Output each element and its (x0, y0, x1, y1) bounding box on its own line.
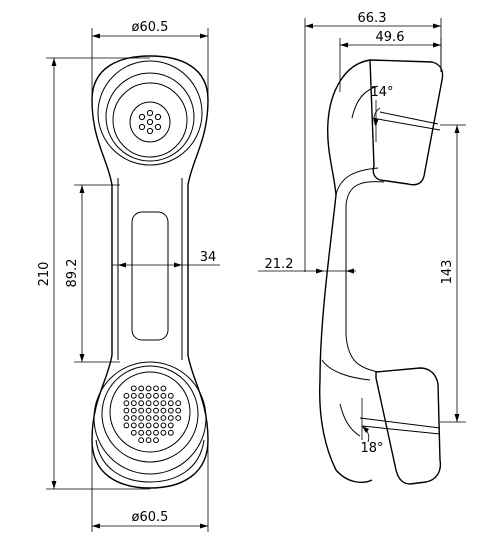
mouthpiece-hole (153, 422, 159, 429)
mouthpiece-hole (123, 422, 130, 429)
mouthpiece (93, 361, 207, 483)
handle-width-label: 34 (200, 250, 217, 265)
side-mouthcup (359, 367, 442, 485)
mouthpiece-hole (160, 422, 167, 429)
mouthpiece-hole (167, 429, 174, 436)
mouthpiece-hole (153, 392, 159, 399)
mouthpiece-hole (145, 415, 152, 421)
handle-thickness-label: 21.2 (265, 257, 294, 272)
mouthpiece-hole (160, 385, 167, 392)
side-view: 66.3 49.6 14° 18° (258, 11, 466, 485)
mouthpiece-hole (130, 407, 137, 414)
mouthpiece-holes (123, 385, 182, 444)
mouthpiece-hole (130, 415, 137, 421)
mouthpiece-hole (145, 392, 152, 399)
mouthpiece-hole (167, 415, 174, 421)
top-width-label: ø60.5 (132, 20, 169, 35)
mouthpiece-hole (138, 422, 145, 429)
mouthpiece-hole (153, 437, 159, 444)
front-view: ø60.5 ø60.5 210 89.2 (37, 20, 220, 532)
mouthpiece-hole (145, 437, 152, 444)
side-inner-profile (345, 181, 385, 373)
mouthpiece-hole (175, 415, 182, 421)
front-handset-outline (91, 55, 209, 489)
dim-handle-thickness: 21.2 (258, 257, 356, 274)
dim-handle-width: 34 (112, 250, 220, 268)
mouthpiece-hole (138, 415, 145, 421)
mouthpiece-hole (153, 415, 159, 421)
mouthpiece-hole (123, 392, 130, 399)
mouthpiece-hole (167, 407, 174, 414)
overall-depth-label: 66.3 (358, 11, 387, 26)
mouthpiece-hole (160, 415, 167, 421)
dim-bottom-angle: 18° (360, 398, 384, 456)
dim-top-width: ø60.5 (91, 20, 209, 98)
mouthpiece-hole (160, 429, 167, 436)
mouthpiece-hole (153, 407, 159, 414)
mouthpiece-hole (160, 400, 167, 407)
mouthpiece-hole (167, 400, 174, 407)
side-handset-outline (318, 59, 373, 483)
mouthpiece-hole (138, 407, 145, 414)
bottom-width-label: ø60.5 (132, 510, 169, 525)
side-earcup (369, 59, 444, 186)
bottom-angle-label: 18° (360, 441, 383, 456)
cup-span-label: 143 (440, 260, 455, 285)
mouthpiece-hole (153, 400, 159, 407)
mouthpiece-hole (160, 407, 167, 414)
mouthpiece-hole (130, 429, 137, 436)
mouthpiece-hole (160, 392, 167, 399)
mouthpiece-hole (167, 392, 174, 399)
mouthpiece-hole (138, 400, 145, 407)
mouthpiece-hole (130, 392, 137, 399)
earpiece (97, 60, 203, 166)
mouthpiece-hole (130, 422, 137, 429)
dim-total-length: 210 (37, 57, 150, 490)
dim-top-angle: 14° (370, 85, 394, 142)
mouthpiece-hole (175, 407, 182, 414)
earcup-depth-label: 49.6 (376, 30, 405, 45)
mouthpiece-hole (123, 415, 130, 421)
dim-cup-span: 143 (440, 124, 466, 423)
total-length-label: 210 (37, 262, 52, 287)
mouthpiece-hole (145, 429, 152, 436)
mouthpiece-hole (145, 407, 152, 414)
mouthpiece-hole (130, 400, 137, 407)
mouthpiece-hole (123, 400, 130, 407)
mouthpiece-hole (175, 400, 182, 407)
mouthpiece-hole (138, 429, 145, 436)
mouthpiece-hole (130, 385, 137, 392)
mouthpiece-hole (145, 422, 152, 429)
dim-earcup-depth: 49.6 (339, 30, 442, 92)
dim-bottom-width: ø60.5 (91, 445, 209, 532)
mouthpiece-hole (138, 437, 145, 444)
handle-details (117, 178, 183, 360)
mouthpiece-hole (145, 385, 152, 392)
mouthpiece-hole (123, 407, 130, 414)
dim-overall-depth: 66.3 (304, 11, 442, 272)
top-angle-label: 14° (370, 85, 393, 100)
mouthpiece-hole (153, 385, 159, 392)
mouthpiece-hole (145, 400, 152, 407)
mouthpiece-hole (167, 422, 174, 429)
dim-grip-length: 89.2 (65, 184, 120, 363)
earpiece-holes (138, 109, 162, 135)
mouthpiece-hole (153, 429, 159, 436)
mouthpiece-hole (138, 385, 145, 392)
grip-length-label: 89.2 (65, 259, 80, 288)
mouthpiece-hole (138, 392, 145, 399)
